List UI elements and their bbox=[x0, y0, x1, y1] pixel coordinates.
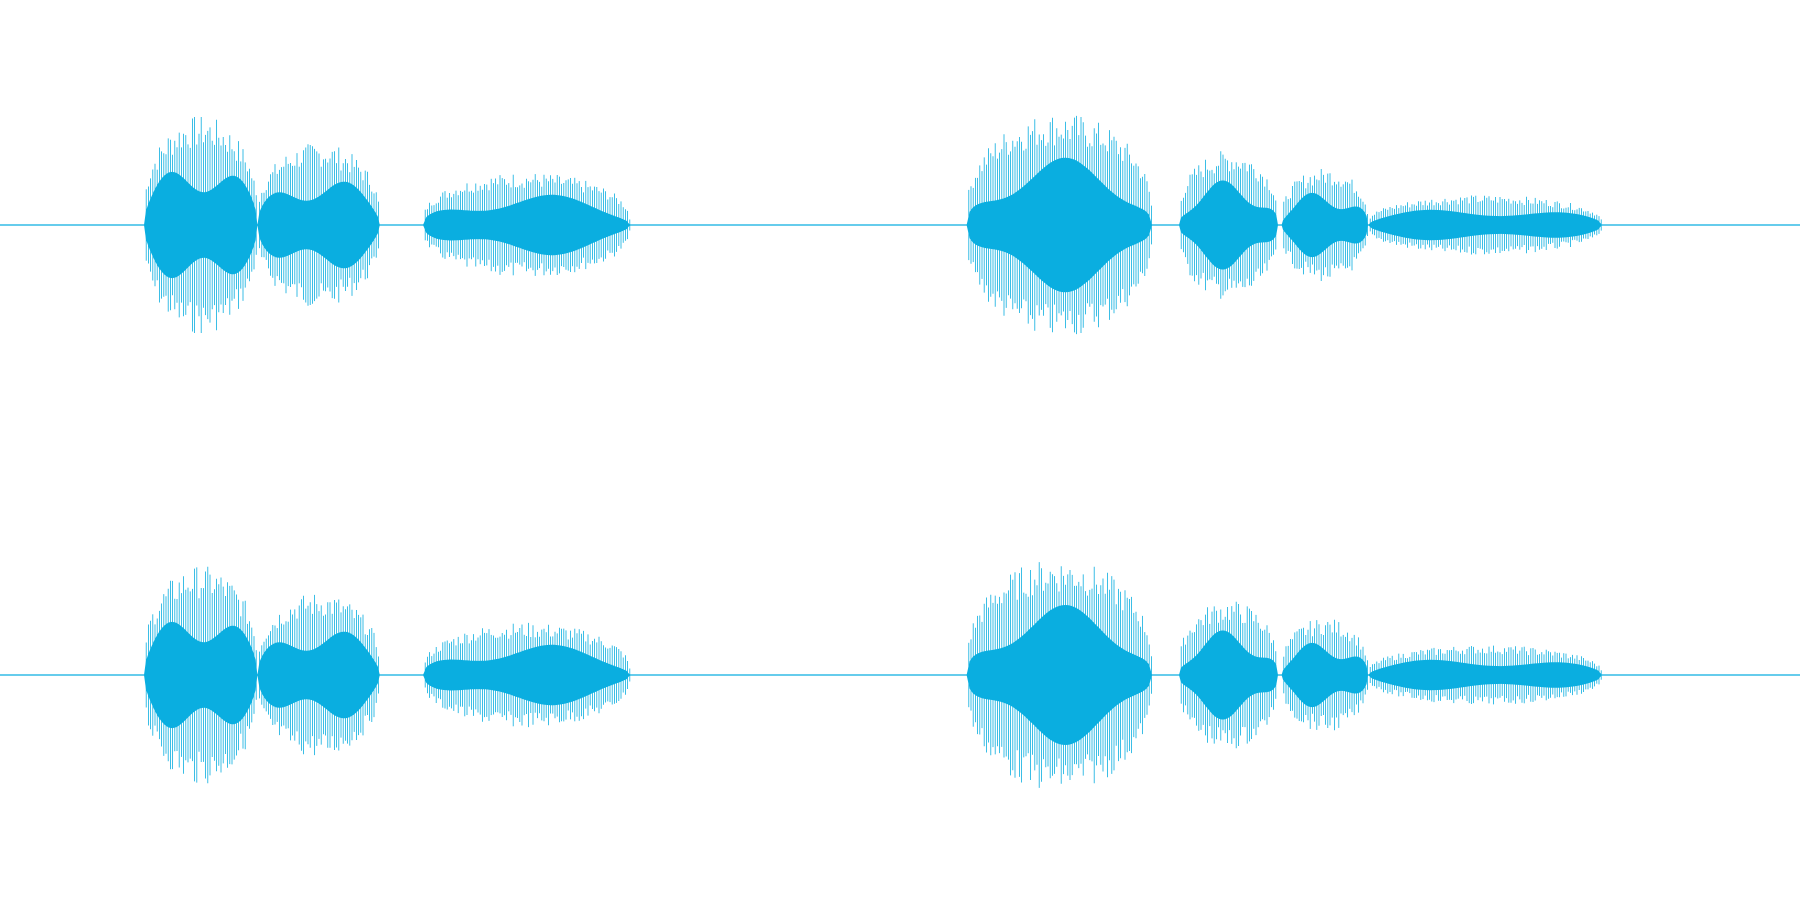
waveform-segment bbox=[966, 562, 1152, 788]
waveform-segment bbox=[257, 594, 380, 756]
waveform-segment bbox=[1281, 619, 1368, 731]
waveform-channel-left bbox=[0, 115, 1800, 335]
waveform-envelope bbox=[144, 621, 258, 729]
waveform-segment bbox=[1179, 151, 1278, 299]
waveform-segment bbox=[423, 174, 631, 276]
waveform-channel-right bbox=[0, 562, 1800, 788]
waveform-segment bbox=[1179, 601, 1278, 749]
waveform-segment bbox=[966, 115, 1152, 335]
waveform-segment bbox=[1281, 169, 1368, 281]
waveform-segment bbox=[257, 144, 380, 306]
waveform-segment bbox=[423, 622, 631, 728]
waveform-segment bbox=[144, 566, 258, 784]
waveform-segment bbox=[1368, 195, 1602, 255]
waveform-envelope bbox=[1179, 180, 1278, 270]
waveform-envelope bbox=[1179, 630, 1278, 720]
waveform-segment bbox=[144, 117, 258, 333]
waveform-envelope bbox=[257, 181, 380, 269]
waveform-segment bbox=[1368, 645, 1602, 705]
waveform-envelope bbox=[257, 631, 380, 719]
waveform-envelope bbox=[144, 171, 258, 279]
